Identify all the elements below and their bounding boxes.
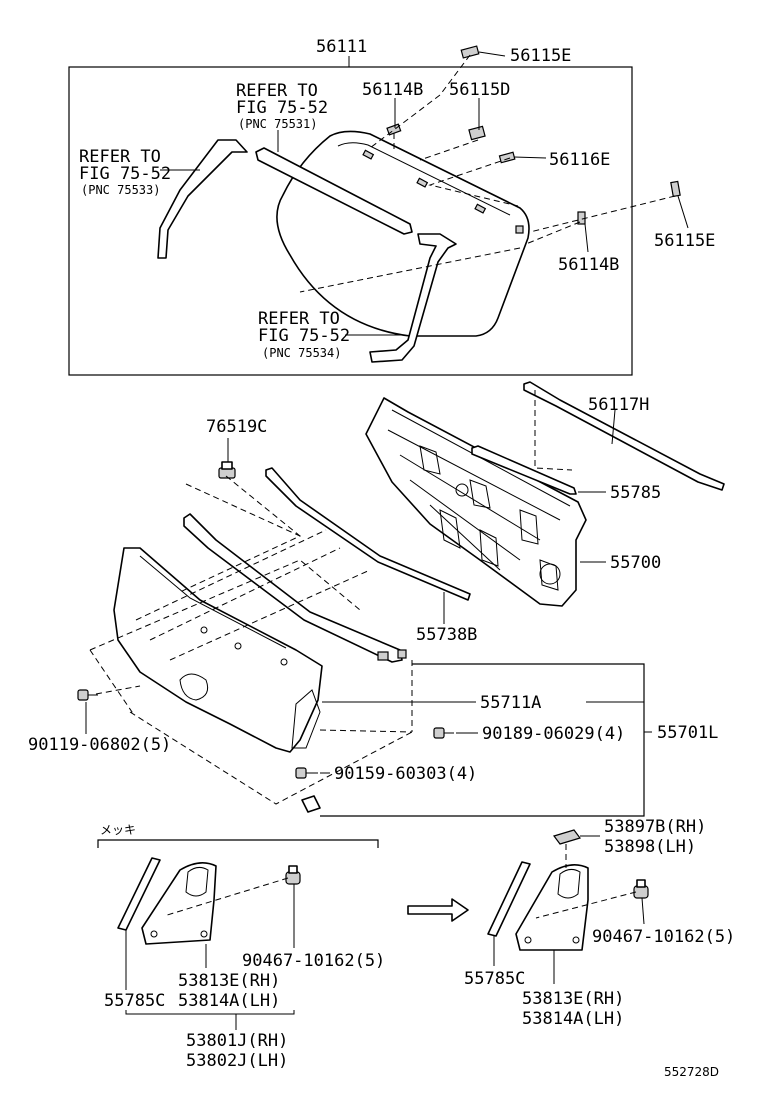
label-56114B-top: 56114B — [362, 80, 423, 100]
ref1-line2: FIG 75-52 — [236, 98, 328, 118]
cover-53813E-right — [515, 864, 589, 951]
garnish-left — [157, 139, 248, 259]
label-56115E-top: 56115E — [510, 46, 571, 66]
clip-56115E-right — [670, 180, 681, 198]
ref3-line2: FIG 75-52 — [258, 326, 350, 346]
clip-76519C — [218, 461, 236, 479]
clip-56115E-top — [460, 45, 480, 59]
label-55700: 55700 — [610, 553, 661, 573]
bolt-90189 — [433, 727, 454, 739]
bolt-90159 — [295, 767, 318, 779]
clip-56116E — [498, 151, 516, 164]
bolt-90119 — [77, 689, 98, 701]
label-56114B-right: 56114B — [558, 255, 619, 275]
ref3-line1: REFER TO — [258, 309, 340, 329]
label-53801J: 53801J(RH) — [186, 1031, 288, 1051]
garnish-55711A — [183, 513, 403, 663]
label-90159: 90159-60303(4) — [334, 764, 477, 784]
weatherstrip-56117H — [523, 381, 725, 491]
label-56117H: 56117H — [588, 395, 649, 415]
cover-53813E-left — [141, 862, 217, 945]
strip-55785C-right — [487, 861, 531, 937]
back-window-group — [68, 45, 689, 376]
garnish-right — [369, 233, 457, 363]
arrow-right-icon — [407, 898, 469, 922]
back-door-group — [77, 381, 725, 817]
bottom-right-group — [487, 829, 649, 984]
ref1-line3: (PNC 75531) — [238, 117, 317, 131]
strip-55785 — [471, 445, 577, 495]
label-56115D: 56115D — [449, 80, 510, 100]
clip-56115D — [468, 125, 486, 141]
label-90467-left: 90467-10162(5) — [242, 951, 385, 971]
garnish-53897B — [553, 829, 581, 845]
label-55701L: 55701L — [657, 723, 718, 743]
label-55711A: 55711A — [480, 693, 541, 713]
clip-90467-left — [285, 865, 301, 885]
ref1-line1: REFER TO — [236, 81, 318, 101]
label-mekki: メッキ — [100, 823, 136, 837]
clip-bottom — [301, 795, 321, 813]
label-55785C-left: 55785C — [104, 991, 165, 1011]
ref3-line3: (PNC 75534) — [262, 346, 341, 360]
label-53802J: 53802J(LH) — [186, 1051, 288, 1071]
label-53813E-left: 53813E(RH) — [178, 971, 280, 991]
label-90119: 90119-06802(5) — [28, 735, 171, 755]
ref2-line1: REFER TO — [79, 147, 161, 167]
label-53813E-right: 53813E(RH) — [522, 989, 624, 1009]
label-90189: 90189-06029(4) — [482, 724, 625, 744]
label-56116E: 56116E — [549, 150, 610, 170]
label-53814A-right: 53814A(LH) — [522, 1009, 624, 1029]
bottom-left-group — [97, 839, 379, 1030]
label-90467-right: 90467-10162(5) — [592, 927, 735, 947]
weatherstrip-55738B — [265, 467, 471, 601]
back-door-outer-panel — [113, 547, 323, 753]
figure-code: 552728D — [664, 1065, 719, 1079]
windshield-group-frame — [68, 66, 633, 376]
label-53814A-left: 53814A(LH) — [178, 991, 280, 1011]
back-door-inner-panel — [365, 397, 587, 607]
label-53897B: 53897B(RH) — [604, 817, 706, 837]
ref2-line3: (PNC 75533) — [81, 183, 160, 197]
label-55738B: 55738B — [416, 625, 477, 645]
label-55785: 55785 — [610, 483, 661, 503]
garnish-top — [255, 147, 413, 235]
label-76519C: 76519C — [206, 417, 267, 437]
label-56115E-right: 56115E — [654, 231, 715, 251]
label-55785C-right: 55785C — [464, 969, 525, 989]
label-53898: 53898(LH) — [604, 837, 696, 857]
label-56111: 56111 — [316, 37, 367, 57]
clip-90467-right — [633, 879, 649, 899]
ref2-line2: FIG 75-52 — [79, 164, 171, 184]
